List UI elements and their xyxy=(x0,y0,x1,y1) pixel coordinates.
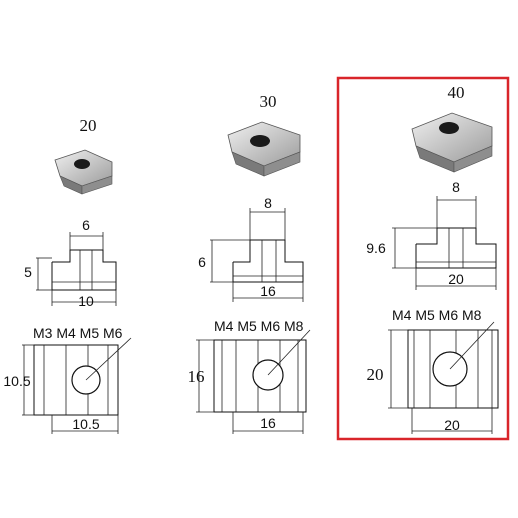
slot-width-label: 8 xyxy=(452,179,460,195)
side-length-label: 20 xyxy=(367,365,384,384)
base-width-label: 20 xyxy=(448,271,464,287)
slot-width-label: 8 xyxy=(264,195,272,211)
top-view: M3 M4 M5 M6 10.5 10.5 xyxy=(3,325,132,434)
bottom-length-label: 20 xyxy=(444,417,460,433)
column-30: 30 8 6 16 M4 M5 M6 M8 xyxy=(188,92,311,434)
side-length-label: 16 xyxy=(188,367,205,386)
bottom-length-label: 10.5 xyxy=(72,416,99,432)
front-profile: 8 6 16 xyxy=(198,195,304,302)
t-nut-photo xyxy=(411,112,493,173)
front-profile: 6 5 10 xyxy=(24,217,117,309)
top-view: M4 M5 M6 M8 16 16 xyxy=(188,318,311,434)
base-width-label: 16 xyxy=(260,283,276,299)
height-label: 9.6 xyxy=(366,240,386,256)
height-label: 5 xyxy=(24,264,32,280)
column-40: 40 8 9.6 20 M4 M5 M6 M8 xyxy=(336,76,510,441)
top-view: M4 M5 M6 M8 20 20 xyxy=(367,307,499,434)
thread-sizes-label: M4 M5 M6 M8 xyxy=(214,318,304,334)
t-nut-photo xyxy=(54,149,113,195)
base-width-label: 10 xyxy=(78,293,94,309)
slot-width-label: 6 xyxy=(82,217,90,233)
bottom-length-label: 16 xyxy=(260,415,276,431)
thread-sizes-label: M3 M4 M5 M6 xyxy=(33,325,123,341)
column-20: 20 6 5 10 xyxy=(3,116,132,434)
front-profile: 8 9.6 20 xyxy=(366,179,497,290)
size-label: 30 xyxy=(260,92,277,111)
height-label: 6 xyxy=(198,254,206,270)
thread-sizes-label: M4 M5 M6 M8 xyxy=(392,307,482,323)
size-label: 40 xyxy=(448,83,465,102)
side-length-label: 10.5 xyxy=(3,373,30,389)
highlight-frame xyxy=(336,76,510,441)
size-label: 20 xyxy=(80,116,97,135)
t-nut-photo xyxy=(227,121,301,177)
